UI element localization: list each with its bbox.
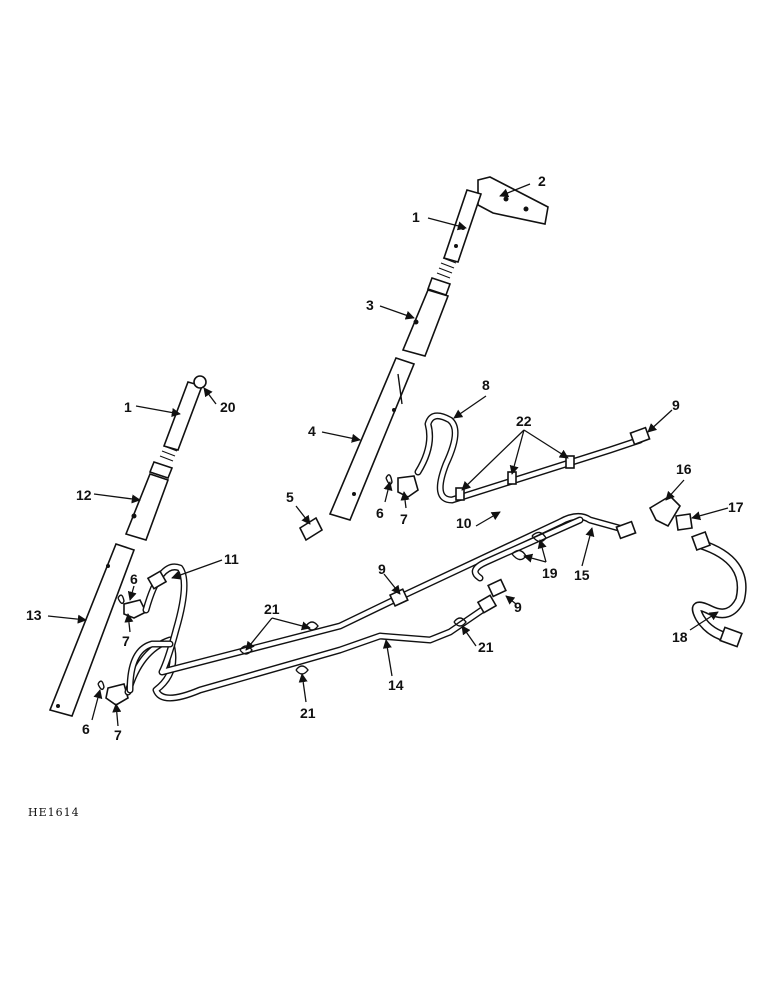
- callout-16: 16: [676, 461, 692, 477]
- callout-8: 8: [482, 377, 490, 393]
- callout-1: 1: [412, 209, 420, 225]
- callout-6: 6: [376, 505, 384, 521]
- o-ring-left-upper: [117, 594, 125, 605]
- rod-end-cap: [193, 375, 207, 389]
- o-ring-upper: [385, 474, 393, 485]
- elbow-fitting-left-lower: [105, 683, 129, 706]
- callout-21: 21: [300, 705, 316, 721]
- callout-15: 15: [574, 567, 590, 583]
- callout-10: 10: [456, 515, 472, 531]
- callout-12: 12: [76, 487, 92, 503]
- clamp-21d: [295, 665, 309, 675]
- clamp-21c: [453, 617, 467, 627]
- clamp-22a: [455, 487, 465, 501]
- callout-6: 6: [82, 721, 90, 737]
- piston-rod-upper: [442, 189, 483, 263]
- hydraulic-tubes: [124, 412, 644, 702]
- hose-end-lower: [719, 626, 743, 648]
- hose-end-upper: [691, 531, 711, 551]
- jam-nut-left: [148, 461, 174, 479]
- callout-7: 7: [122, 633, 130, 649]
- callout-19: 19: [542, 565, 558, 581]
- callout-4: 4: [308, 423, 316, 439]
- callout-1: 1: [124, 399, 132, 415]
- union-fitting-9a: [629, 426, 651, 446]
- callout-20: 20: [220, 399, 236, 415]
- tube-nut-15: [615, 520, 637, 540]
- callout-9: 9: [514, 599, 522, 615]
- callout-17: 17: [728, 499, 744, 515]
- callout-5: 5: [286, 489, 294, 505]
- union-fitting-9c: [487, 578, 507, 598]
- callout-9: 9: [672, 397, 680, 413]
- clamp-19a: [511, 549, 527, 561]
- drawing-code: HE1614: [28, 806, 80, 819]
- tube-nut-14: [476, 594, 498, 614]
- callout-21: 21: [264, 601, 280, 617]
- clamp-21b: [305, 621, 319, 631]
- left-cylinder-assembly: [48, 375, 207, 717]
- callout-2: 2: [538, 173, 546, 189]
- o-ring-left-lower: [97, 680, 105, 691]
- callout-13: 13: [26, 607, 42, 623]
- callout-22: 22: [516, 413, 532, 429]
- hose-assembly: [648, 494, 747, 648]
- clamp-19b: [531, 531, 547, 543]
- rod-threads-left: [159, 445, 178, 462]
- callout-labels: 1 2 3 4 5 6 7 8 9 10 9 9 22 16 17 19 15 …: [26, 173, 744, 743]
- leader-lines: [47, 183, 729, 727]
- rod-threads-upper: [436, 257, 457, 279]
- callout-21: 21: [478, 639, 494, 655]
- upper-cylinder-assembly: [298, 176, 549, 542]
- callout-14: 14: [388, 677, 404, 693]
- callout-18: 18: [672, 629, 688, 645]
- tube-nut-11: [146, 570, 168, 590]
- callout-6: 6: [130, 571, 138, 587]
- cylinder-barrel-upper: [328, 357, 416, 521]
- callout-7: 7: [114, 727, 122, 743]
- adapter-17: [675, 513, 693, 531]
- elbow-fitting-upper: [397, 475, 419, 498]
- clevis-left: [124, 473, 170, 541]
- callout-3: 3: [366, 297, 374, 313]
- piston-rod-left: [162, 381, 204, 451]
- elbow-16: [648, 494, 682, 528]
- clamp-22c: [565, 455, 575, 469]
- callout-9: 9: [378, 561, 386, 577]
- callout-7: 7: [400, 511, 408, 527]
- cylinder-barrel-left: [48, 543, 136, 717]
- callout-11: 11: [224, 551, 239, 567]
- pin: [298, 516, 324, 542]
- clevis-upper: [401, 289, 450, 357]
